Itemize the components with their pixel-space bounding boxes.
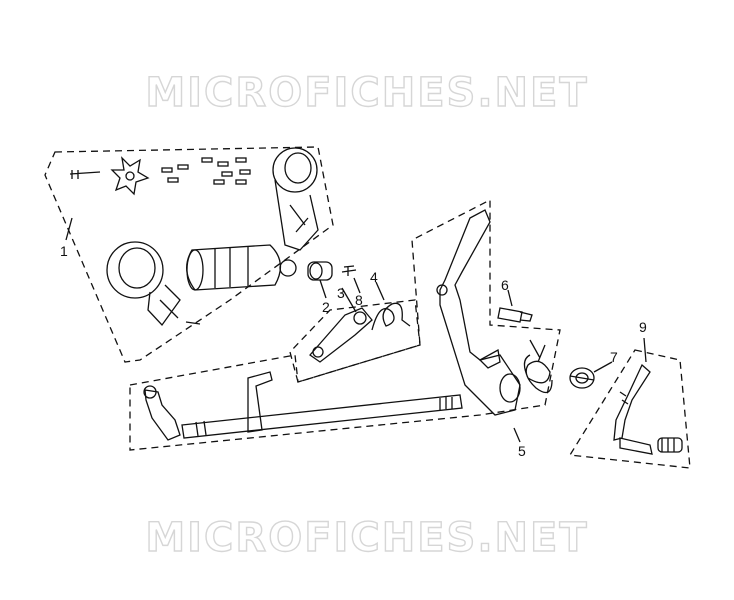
leader-8: [353, 277, 361, 294]
pin-6: [497, 307, 533, 323]
callout-1: 1: [60, 243, 68, 259]
group-2-4-outline: [289, 299, 421, 383]
watermark-top: MICROFICHES.NET: [145, 69, 589, 116]
leader-6: [507, 289, 513, 307]
group-9-outline: [568, 349, 691, 469]
callout-7: 7: [610, 349, 618, 365]
leader-1: [65, 217, 73, 241]
callout-5: 5: [518, 443, 526, 459]
leader-5: [513, 427, 521, 443]
group-1-outline: [44, 146, 334, 363]
callout-8: 8: [355, 292, 363, 308]
shift-drum-assembly: [69, 147, 319, 327]
leader-9: [643, 337, 647, 363]
group-5-outline: [129, 198, 561, 451]
callout-2: 2: [322, 299, 330, 315]
leader-3: [341, 287, 357, 313]
shift-pedal-9: [613, 363, 683, 455]
callout-3: 3: [337, 285, 345, 301]
leader-7: [593, 361, 613, 373]
leader-2: [319, 279, 327, 299]
shift-shaft-assembly: [143, 209, 553, 441]
callout-6: 6: [501, 277, 509, 293]
watermark-bottom: MICROFICHES.NET: [145, 514, 589, 561]
leader-4: [375, 281, 385, 301]
bearing-7: [569, 367, 595, 389]
callout-9: 9: [639, 319, 647, 335]
callout-4: 4: [370, 269, 378, 285]
